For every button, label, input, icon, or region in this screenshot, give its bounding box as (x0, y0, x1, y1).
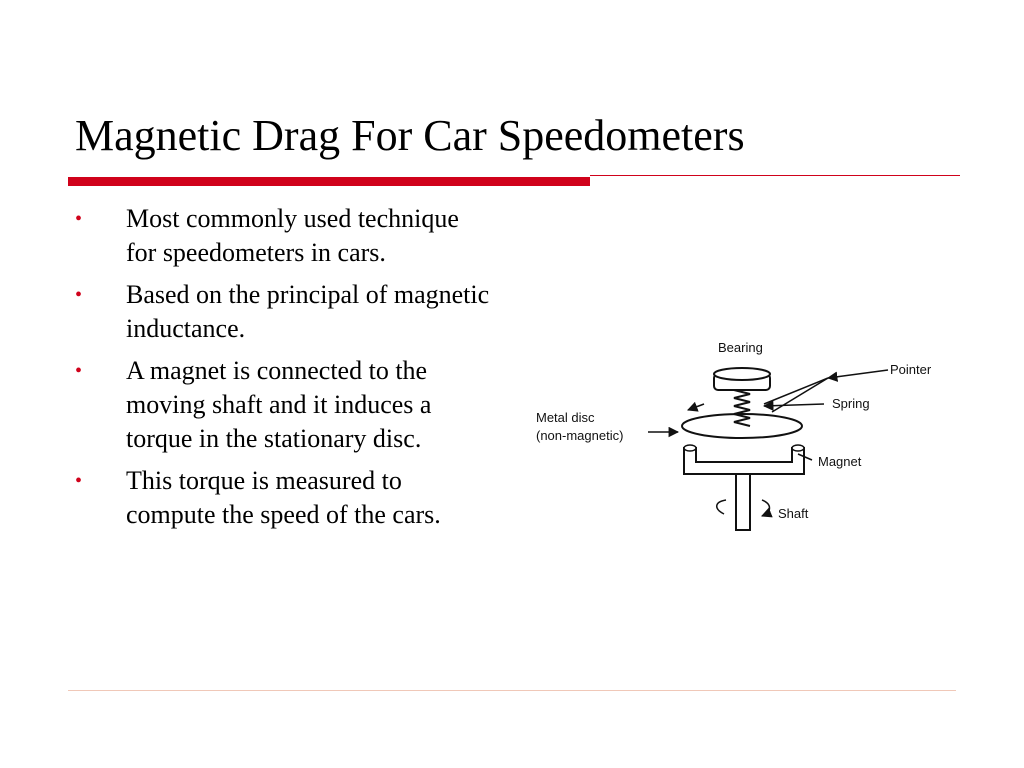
label-magnet: Magnet (818, 454, 862, 469)
bullet-text: Most commonly used technique for speedom… (126, 204, 459, 267)
title-underline-thin (590, 175, 960, 176)
magnet-graphic (683, 444, 805, 475)
bullet-text: A magnet is connected to the moving shaf… (126, 356, 432, 453)
bullet-list: • Most commonly used technique for speed… (75, 202, 495, 540)
slide-title: Magnetic Drag For Car Speedometers (75, 111, 745, 160)
spring-graphic (733, 389, 751, 427)
bullet-item: • A magnet is connected to the moving sh… (75, 354, 495, 456)
bullet-item: • Based on the principal of magnetic ind… (75, 278, 495, 346)
pointer-line-2 (771, 377, 829, 413)
label-metal-disc: Metal disc (536, 410, 595, 425)
metal-disc-graphic (681, 413, 803, 439)
bullet-item: • This torque is measured to compute the… (75, 464, 495, 532)
label-non-magnetic: (non-magnetic) (536, 428, 623, 443)
label-spring: Spring (832, 396, 870, 411)
bullet-icon: • (75, 360, 83, 382)
spring-leader (762, 400, 825, 411)
bullet-icon: • (75, 208, 83, 230)
bullet-text: Based on the principal of magnetic induc… (126, 280, 490, 343)
bearing-graphic (713, 367, 771, 391)
bullet-text: This torque is measured to compute the s… (126, 466, 441, 529)
bullet-item: • Most commonly used technique for speed… (75, 202, 495, 270)
speedometer-diagram: Bearing Pointer Spring Metal disc (non-m… (536, 340, 932, 531)
label-pointer: Pointer (890, 362, 932, 377)
rotation-arrow (687, 401, 705, 412)
bullet-icon: • (75, 470, 83, 492)
label-bearing: Bearing (718, 340, 763, 355)
bullet-icon: • (75, 284, 83, 306)
title-underline-thick (68, 177, 590, 186)
magnet-leader (797, 453, 813, 461)
label-shaft: Shaft (778, 506, 809, 521)
footer-rule (68, 690, 956, 691)
pointer-leader (826, 369, 889, 382)
pointer-line-1 (763, 377, 829, 405)
